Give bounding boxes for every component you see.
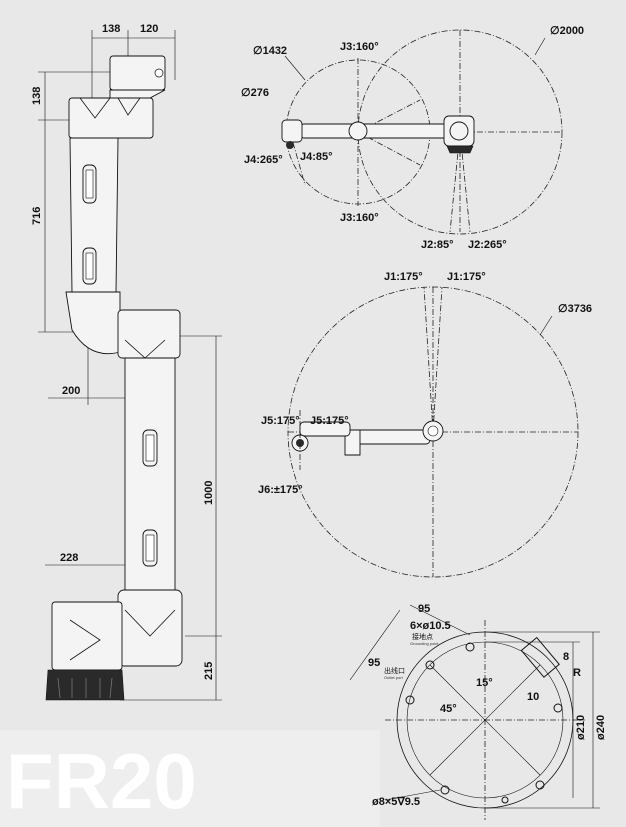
dim-left-138: 138 <box>31 87 43 105</box>
label-ground-cn: 接地点 <box>412 632 433 641</box>
label-j3-top: J3:160° <box>340 41 379 53</box>
label-j3-bottom: J3:160° <box>340 212 379 224</box>
label-ground-en: Grounding point <box>410 641 439 646</box>
base-view: 95 95 6×ø10.5 接地点 Grounding point 出线口 Ou… <box>349 603 607 820</box>
label-phi2000: ∅2000 <box>550 25 584 37</box>
label-angle15: 15° <box>476 677 493 689</box>
label-d8: 8 <box>563 651 569 663</box>
label-d95-top: 95 <box>418 603 430 615</box>
dim-1000: 1000 <box>203 481 215 505</box>
label-d95-left: 95 <box>368 657 380 669</box>
dim-215: 215 <box>203 662 215 680</box>
side-view: 138 120 138 716 200 228 1000 215 <box>31 23 222 701</box>
label-angle45: 45° <box>440 703 457 715</box>
label-j6: J6:±175° <box>258 484 303 496</box>
dim-top-138: 138 <box>102 23 120 35</box>
dim-200: 200 <box>62 385 80 397</box>
top-view-2: J1:175° J1:175° ∅3736 J5:175° J5:175° J6… <box>258 271 592 578</box>
dim-228: 228 <box>60 552 78 564</box>
label-j4-85: J4:85° <box>300 151 333 163</box>
label-phi276: ∅276 <box>241 87 269 99</box>
label-j2-85: J2:85° <box>421 239 454 251</box>
watermark: FR20 <box>6 737 197 825</box>
label-j2-265: J2:265° <box>468 239 507 251</box>
label-j5-right: J5:175° <box>310 415 349 427</box>
label-phi3736: ∅3736 <box>558 303 592 315</box>
label-phi210: ø210 <box>575 715 587 740</box>
label-d10: 10 <box>527 691 539 703</box>
label-j4-265: J4:265° <box>244 154 283 166</box>
dim-top-120: 120 <box>140 23 158 35</box>
label-j1-right: J1:175° <box>447 271 486 283</box>
label-outlet-cn: 出线口 <box>384 666 405 675</box>
label-phi1432: ∅1432 <box>253 45 287 57</box>
label-j5-left: J5:175° <box>261 415 300 427</box>
label-j1-left: J1:175° <box>384 271 423 283</box>
label-phi240: ø240 <box>595 715 607 740</box>
top-view-1: ∅1432 ∅2000 ∅276 J3:160° J3:160° J4:265°… <box>241 25 584 251</box>
watermark-band <box>0 730 380 827</box>
label-r: R <box>573 667 581 679</box>
label-outlet-en: Outlet port <box>384 675 404 680</box>
dim-left-716: 716 <box>31 207 43 225</box>
label-holes-bottom: ø8×5∇9.5 <box>372 796 420 808</box>
label-holes-top: 6×ø10.5 <box>410 620 451 632</box>
